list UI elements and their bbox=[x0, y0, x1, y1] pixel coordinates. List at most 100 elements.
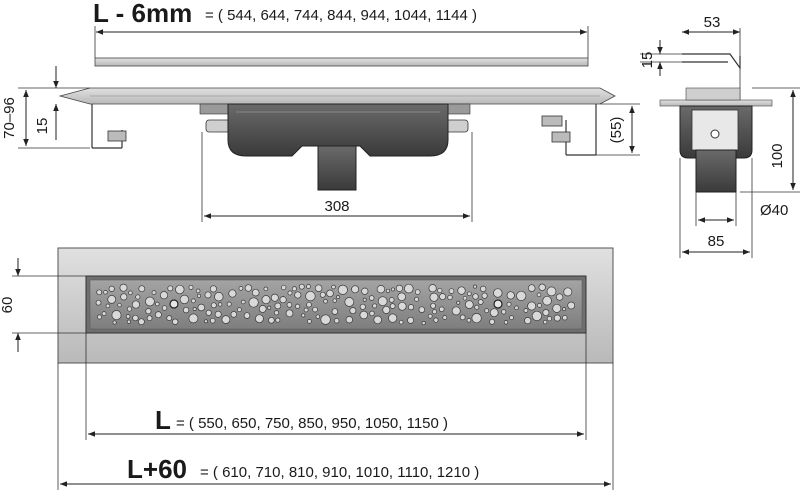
grate-hole bbox=[506, 301, 512, 307]
grate-hole bbox=[527, 284, 536, 292]
grate-hole bbox=[477, 299, 484, 305]
grate-hole bbox=[414, 296, 420, 302]
grate-hole bbox=[369, 310, 375, 317]
grate-hole bbox=[154, 311, 162, 319]
grate-hole bbox=[131, 300, 140, 309]
grate-hole bbox=[214, 292, 224, 302]
grate-hole bbox=[120, 293, 128, 301]
grate-hole bbox=[279, 296, 287, 304]
grate-width-label: 60 bbox=[0, 297, 16, 314]
grate-hole bbox=[241, 299, 246, 305]
grate-hole bbox=[146, 315, 153, 322]
grate-hole bbox=[503, 320, 509, 325]
grate-hole bbox=[389, 303, 396, 309]
grate-hole bbox=[562, 315, 568, 321]
grate-hole bbox=[117, 302, 122, 308]
grate-hole bbox=[421, 321, 426, 326]
grate-hole bbox=[397, 292, 406, 302]
grate-hole bbox=[451, 306, 461, 316]
grate-hole bbox=[291, 286, 297, 292]
grate-hole bbox=[527, 301, 537, 311]
right-bracket bbox=[541, 104, 597, 156]
side-height-label: (55) bbox=[608, 117, 625, 144]
grate-hole bbox=[191, 298, 196, 304]
grate-hole bbox=[362, 297, 367, 302]
grate-hole bbox=[359, 310, 369, 320]
grate-hole bbox=[238, 286, 244, 291]
grate-hole bbox=[542, 295, 552, 306]
grate-hole bbox=[359, 303, 366, 310]
grate-hole bbox=[312, 306, 318, 313]
grate-hole bbox=[273, 310, 280, 316]
grate-hole bbox=[493, 288, 503, 298]
grate-hole bbox=[466, 318, 472, 323]
grate-hole bbox=[388, 313, 398, 323]
grate-hole bbox=[145, 308, 152, 315]
total-height-label: 100 bbox=[769, 143, 786, 168]
grate-hole bbox=[407, 304, 415, 311]
grate-hole bbox=[192, 307, 197, 311]
grate-hole bbox=[135, 294, 141, 300]
grate-screw-left bbox=[169, 299, 179, 309]
top-length-values: = ( 544, 644, 744, 844, 944, 1044, 1144 … bbox=[205, 7, 477, 24]
grate-hole bbox=[95, 299, 102, 306]
grate-hole bbox=[509, 315, 514, 321]
grate-hole bbox=[237, 307, 242, 313]
grate-hole bbox=[119, 283, 128, 292]
grate-hole bbox=[326, 289, 334, 298]
grate-hole bbox=[205, 309, 212, 316]
grate-hole bbox=[248, 297, 259, 308]
grate-hole bbox=[546, 286, 557, 297]
grate-hole bbox=[361, 287, 369, 295]
grate-hole bbox=[523, 308, 529, 313]
grate-hole bbox=[536, 292, 542, 298]
grate-screw-right bbox=[493, 299, 503, 309]
grate-hole bbox=[105, 303, 111, 309]
grate-hole bbox=[448, 288, 455, 294]
grate-hole bbox=[351, 285, 360, 294]
outlet-spacing-label: 308 bbox=[324, 198, 349, 215]
left-bracket-bolt bbox=[107, 130, 127, 142]
grate-hole bbox=[516, 290, 527, 301]
grate-hole bbox=[349, 307, 357, 315]
grate-hole bbox=[398, 319, 404, 325]
grate-hole bbox=[428, 284, 437, 293]
grate-hole bbox=[514, 305, 519, 311]
grate-hole bbox=[484, 308, 490, 314]
grate-hole bbox=[303, 307, 309, 313]
plan-view: 60 L = ( 550, 650, 750, 850, 950, 1050, … bbox=[0, 247, 614, 490]
grate-hole bbox=[214, 310, 222, 318]
grate-hole bbox=[294, 291, 302, 299]
grate-hole bbox=[332, 298, 337, 303]
grate-hole bbox=[126, 306, 133, 312]
grate-hole bbox=[107, 295, 117, 304]
grate-hole bbox=[537, 303, 542, 308]
grate-hole bbox=[258, 305, 267, 313]
grate-hole bbox=[126, 319, 131, 324]
grate-hole bbox=[195, 288, 201, 294]
grate-hole bbox=[538, 283, 546, 291]
outlet-pipe bbox=[317, 145, 357, 191]
left-bracket bbox=[91, 104, 127, 149]
grate-hole bbox=[447, 294, 453, 301]
grate-hole bbox=[562, 307, 567, 312]
grate-hole bbox=[427, 313, 433, 319]
grate-hole bbox=[188, 313, 199, 324]
grate-hole bbox=[438, 306, 445, 313]
grate-hole bbox=[382, 305, 391, 314]
grate-hole bbox=[442, 315, 448, 320]
grate-hole bbox=[167, 285, 174, 292]
grate-hole bbox=[429, 292, 439, 302]
grate-hole bbox=[388, 297, 395, 303]
grate-hole bbox=[552, 303, 562, 313]
grate-hole bbox=[210, 302, 217, 309]
grate-hole bbox=[315, 314, 320, 319]
grate-hole bbox=[166, 315, 173, 321]
grate-hole bbox=[128, 290, 133, 296]
grate-hole bbox=[480, 285, 487, 293]
grate-hole bbox=[391, 287, 395, 292]
grate-hole bbox=[337, 284, 348, 295]
grate-hole bbox=[268, 317, 275, 324]
grate-hole bbox=[473, 284, 477, 289]
